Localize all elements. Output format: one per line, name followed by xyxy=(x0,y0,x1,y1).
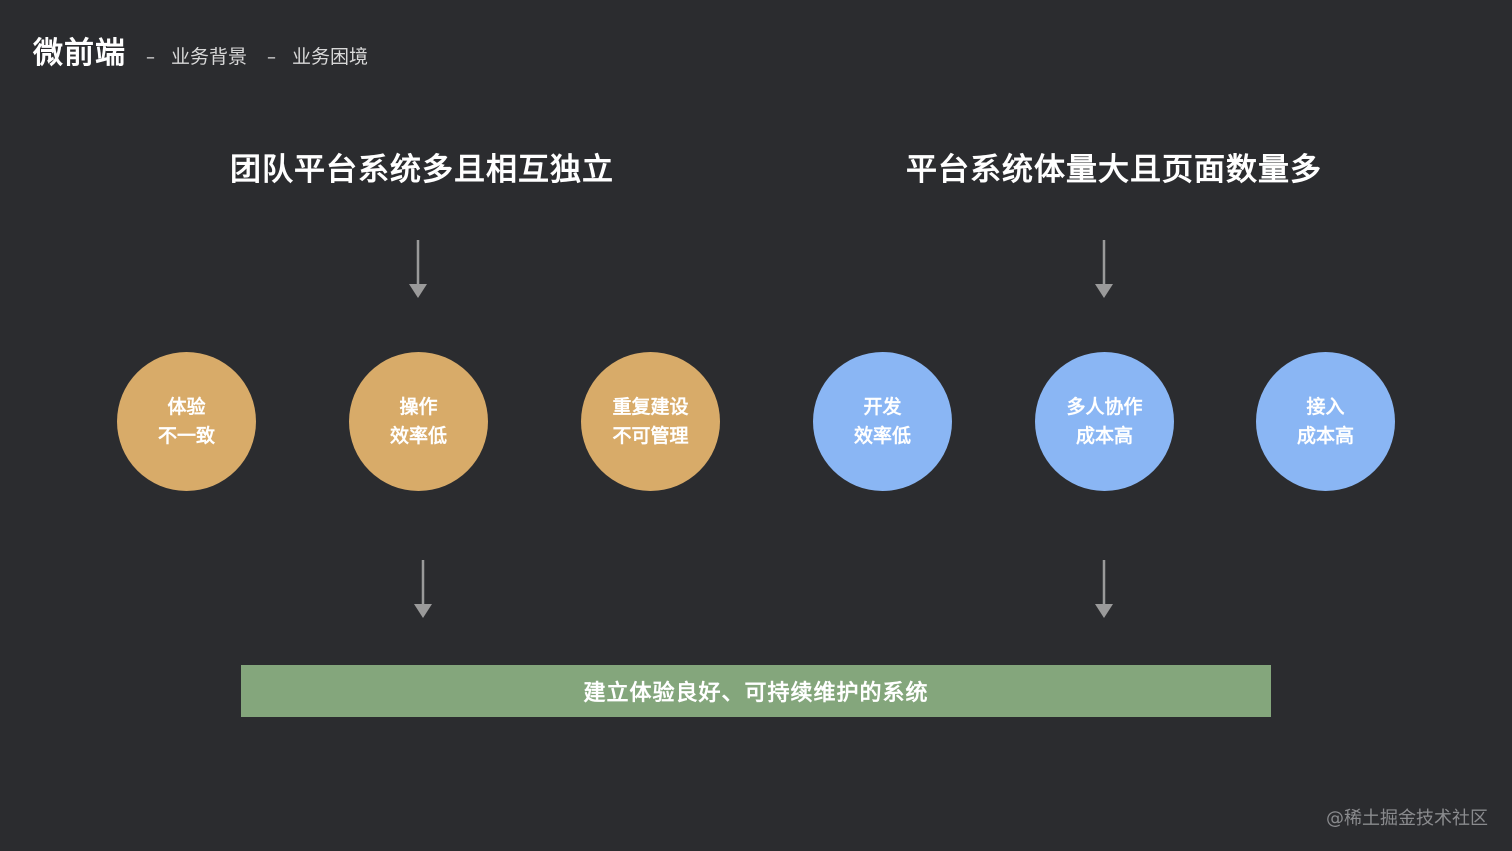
problem-circle-high-collaboration-cost: 多人协作 成本高 xyxy=(1035,352,1174,491)
down-arrow-icon xyxy=(414,560,432,618)
problem-circle-inconsistent-experience: 体验 不一致 xyxy=(117,352,256,491)
breadcrumb-separator: – xyxy=(146,47,155,68)
breadcrumb-item-business-dilemma: 业务困境 xyxy=(292,46,369,68)
left-group-heading: 团队平台系统多且相互独立 xyxy=(230,152,614,188)
problem-circle-high-integration-cost: 接入 成本高 xyxy=(1256,352,1395,491)
watermark: @稀土掘金技术社区 xyxy=(1326,808,1488,829)
problem-circle-low-operation-efficiency: 操作 效率低 xyxy=(349,352,488,491)
problem-circle-low-dev-efficiency: 开发 效率低 xyxy=(813,352,952,491)
problem-label-line2: 效率低 xyxy=(853,424,911,447)
down-arrow-icon xyxy=(409,240,427,298)
page-title: 微前端 xyxy=(33,36,126,71)
problem-label-line1: 接入 xyxy=(1306,395,1345,418)
problem-label-line1: 体验 xyxy=(167,395,206,418)
down-arrow-icon xyxy=(1095,240,1113,298)
problem-label-line2: 成本高 xyxy=(1296,424,1354,447)
problem-label-line2: 成本高 xyxy=(1075,424,1133,447)
goal-text: 建立体验良好、可持续维护的系统 xyxy=(583,681,929,706)
breadcrumb-item-business-background: 业务背景 xyxy=(171,46,248,68)
problem-label-line2: 不可管理 xyxy=(612,424,689,447)
problem-label-line1: 操作 xyxy=(399,395,438,418)
problem-label-line1: 重复建设 xyxy=(612,395,689,418)
header: 微前端 – 业务背景 – 业务困境 xyxy=(33,28,368,72)
down-arrow-icon xyxy=(1095,560,1113,618)
right-group-heading: 平台系统体量大且页面数量多 xyxy=(906,152,1322,188)
problem-label-line2: 不一致 xyxy=(157,424,215,447)
problem-circle-duplicate-construction: 重复建设 不可管理 xyxy=(581,352,720,491)
goal-banner: 建立体验良好、可持续维护的系统 xyxy=(241,665,1271,717)
problem-label-line1: 多人协作 xyxy=(1066,395,1143,418)
breadcrumb-separator: – xyxy=(267,47,277,68)
problem-label-line2: 效率低 xyxy=(389,424,447,447)
problem-label-line1: 开发 xyxy=(863,395,902,418)
